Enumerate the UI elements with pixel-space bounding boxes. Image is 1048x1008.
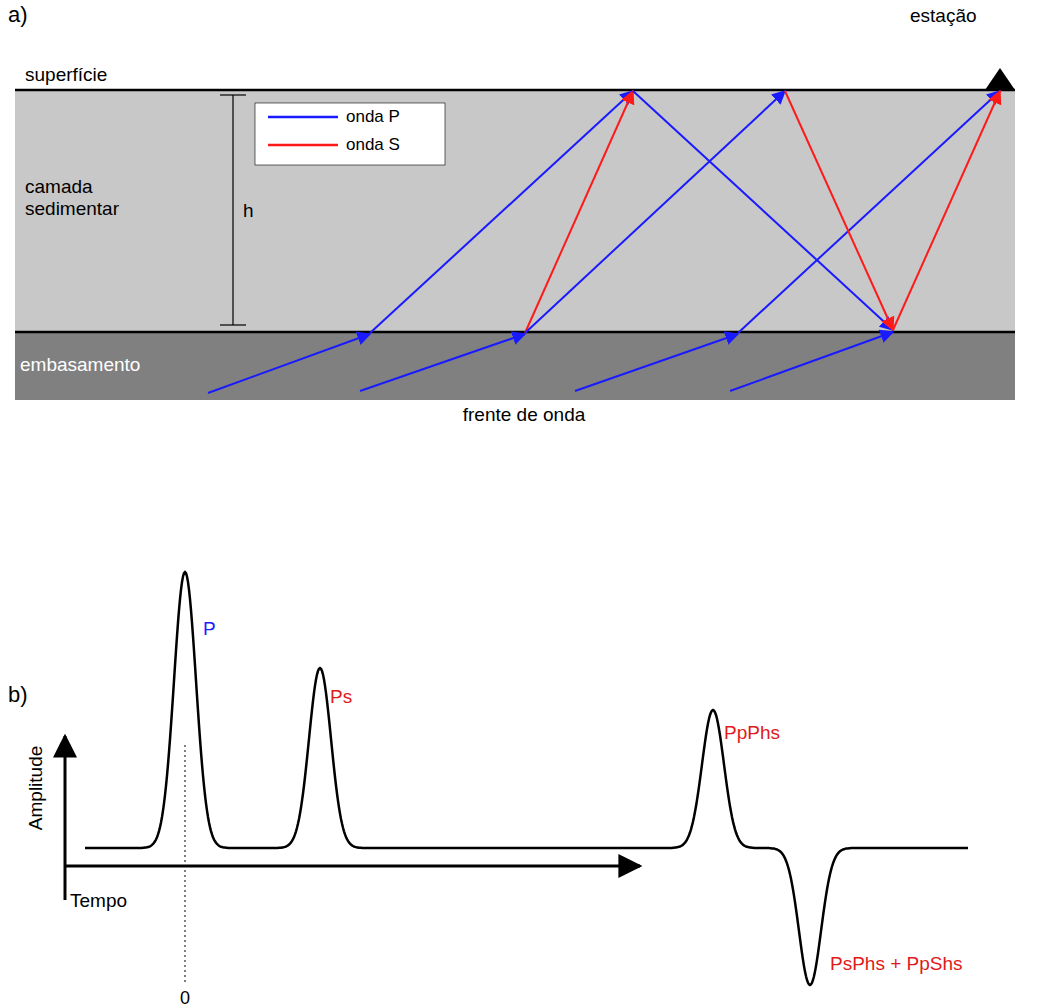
sediment-layer: camada sedimentar <box>15 90 1015 332</box>
phase-label: P <box>203 618 216 640</box>
interface-line <box>15 331 1015 334</box>
layer-name: camada sedimentar <box>25 176 175 220</box>
phase-label: Ps <box>330 686 352 708</box>
phase-label: PsPhs + PpShs <box>830 953 963 975</box>
surface-line <box>15 89 1015 92</box>
legend-text: onda P <box>346 107 400 127</box>
tick-label: 0 <box>180 988 190 1008</box>
panel-letter: b) <box>8 682 28 707</box>
legend-box <box>255 103 445 165</box>
thickness-bracket <box>220 95 246 325</box>
surface-label: superfície <box>25 64 107 86</box>
layer-name: embasamento <box>20 354 140 376</box>
time-axis <box>65 865 640 868</box>
amplitude-axis <box>64 736 67 900</box>
panel-letter: a) <box>8 2 28 27</box>
axis-label: Amplitude <box>25 746 47 831</box>
thickness-label: h <box>243 200 254 222</box>
legend-text: onda S <box>346 135 400 155</box>
ray-paths <box>208 91 1000 393</box>
wavefront-label: frente de onda <box>463 404 586 426</box>
station-label: estação <box>910 5 977 27</box>
zero-line <box>185 745 186 985</box>
legend-sample <box>268 116 338 119</box>
receiver-function-trace <box>85 572 968 985</box>
axis-label: Tempo <box>70 890 127 912</box>
legend-sample <box>268 144 338 147</box>
station-symbol <box>985 68 1015 90</box>
phase-label: PpPhs <box>724 722 780 744</box>
